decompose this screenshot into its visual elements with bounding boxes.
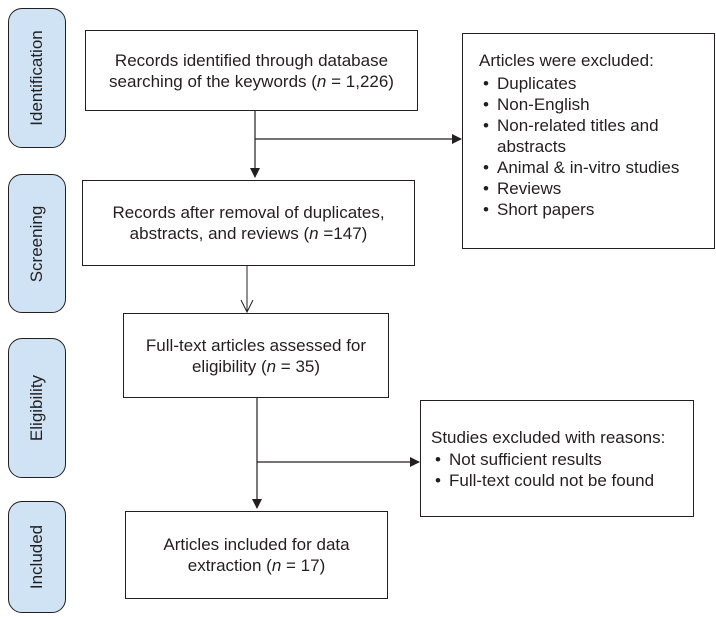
box-records-identified-text: Records identified through database sear… <box>109 50 394 91</box>
list-item: Reviews <box>479 178 702 199</box>
stage-identification: Identification <box>8 8 66 148</box>
box-fulltext-assessed: Full-text articles assessed for eligibil… <box>123 313 389 398</box>
second-exclusion-title: Studies excluded with reasons: <box>431 428 666 447</box>
list-item: Not sufficient results <box>431 449 681 470</box>
list-item: Non-related titles and abstracts <box>479 115 672 157</box>
box-articles-included-text: Articles included for data extraction (n… <box>163 535 350 575</box>
box-first-exclusion: Articles were excluded: Duplicates Non-E… <box>462 33 715 249</box>
list-item: Duplicates <box>479 73 702 94</box>
stage-included: Included <box>8 501 66 613</box>
list-item: Full-text could not be found <box>431 470 681 491</box>
box-records-identified: Records identified through database sear… <box>85 30 418 111</box>
stage-screening: Screening <box>8 174 66 313</box>
stage-eligibility: Eligibility <box>8 338 66 478</box>
box-records-screened-text: Records after removal of duplicates, abs… <box>112 203 385 243</box>
first-exclusion-title: Articles were excluded: <box>479 51 654 70</box>
box-records-screened: Records after removal of duplicates, abs… <box>82 180 415 266</box>
list-item: Short papers <box>479 199 702 220</box>
box-articles-included: Articles included for data extraction (n… <box>125 511 388 599</box>
box-second-exclusion: Studies excluded with reasons: Not suffi… <box>420 400 694 517</box>
list-item: Non-English <box>479 94 702 115</box>
first-exclusion-list: Duplicates Non-English Non-related title… <box>479 73 702 220</box>
list-item: Animal & in-vitro studies <box>479 157 702 178</box>
second-exclusion-list: Not sufficient results Full-text could n… <box>431 449 681 491</box>
box-fulltext-assessed-text: Full-text articles assessed for eligibil… <box>145 335 367 376</box>
